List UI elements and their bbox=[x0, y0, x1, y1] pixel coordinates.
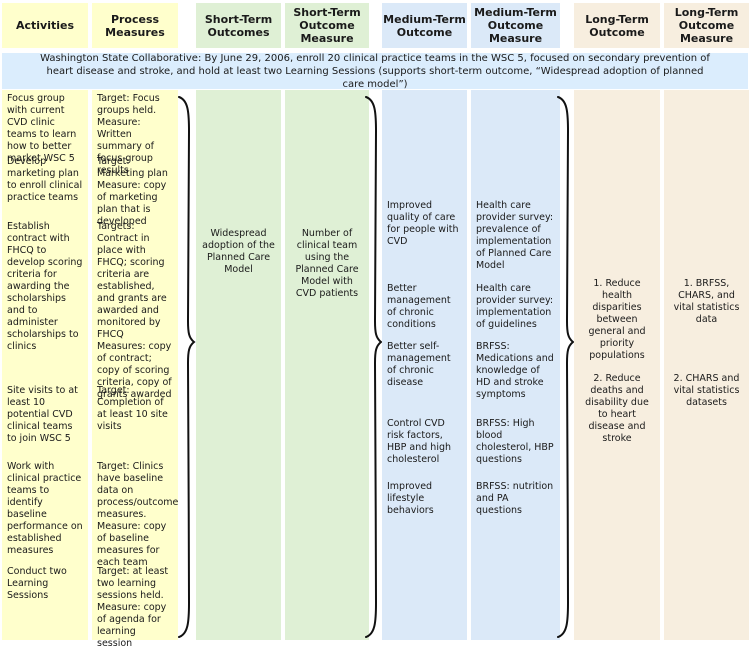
process-measure-item: Target: Completion of at least 10 site v… bbox=[97, 385, 168, 432]
medium-term-outcome-measure-item: BRFSS: Medications and knowledge of HD a… bbox=[476, 341, 554, 400]
long-term-outcome-measure-item: 2. CHARS and vital statistics datasets bbox=[673, 373, 740, 408]
column-activities: Focus group with current CVD clinic team… bbox=[2, 90, 88, 640]
goal-banner: Washington State Collaborative: By June … bbox=[2, 52, 748, 90]
brace-activities-to-short-term-icon bbox=[176, 95, 196, 639]
process-measure-item: Target: at least two learning sessions h… bbox=[97, 566, 169, 649]
long-term-outcome-item: 1. Reduce health disparities between gen… bbox=[588, 278, 646, 361]
activity-item: Conduct two Learning Sessions bbox=[7, 566, 67, 601]
medium-term-outcome-measure-item: Health care provider survey: implementat… bbox=[476, 283, 554, 330]
activity-item: Site visits to at least 10 potential CVD… bbox=[7, 385, 78, 444]
medium-term-outcome-measure-item: BRFSS: nutrition and PA questions bbox=[476, 481, 554, 516]
medium-term-outcome-item: Improved quality of care for people with… bbox=[387, 200, 459, 247]
column-long-term-outcome-measure: 1. BRFSS, CHARS, and vital statistics da… bbox=[664, 90, 749, 640]
medium-term-outcome-measure-item: Health care provider survey: prevalence … bbox=[476, 200, 554, 271]
process-measure-item: Targets: Contract in place with FHCQ; sc… bbox=[97, 221, 172, 400]
goal-banner-text: Washington State Collaborative: By June … bbox=[40, 52, 710, 90]
activity-item: Focus group with current CVD clinic team… bbox=[7, 93, 77, 164]
process-measure-item: Target: Marketing plan Measure: copy of … bbox=[97, 156, 168, 227]
column-long-term-outcome: 1. Reduce health disparities between gen… bbox=[574, 90, 660, 640]
activity-item: Establish contract with FHCQ to develop … bbox=[7, 221, 83, 352]
column-short-term-outcomes: Widespread adoption of the Planned Care … bbox=[196, 90, 281, 640]
header-long-term-outcome-measure: Long-Term Outcome Measure bbox=[664, 3, 749, 48]
long-term-outcome-item: 2. Reduce deaths and disability due to h… bbox=[585, 373, 649, 444]
header-activities: Activities bbox=[2, 3, 88, 48]
process-measure-item: Target: Focus groups held. Measure: Writ… bbox=[97, 93, 160, 176]
activity-item: Develop marketing plan to enroll clinica… bbox=[7, 156, 83, 203]
header-medium-term-outcome-measure: Medium-Term Outcome Measure bbox=[471, 3, 560, 48]
header-process-measures: Process Measures bbox=[92, 3, 178, 48]
header-short-term-outcome-measure: Short-Term Outcome Measure bbox=[285, 3, 369, 48]
brace-medium-term-to-long-term-icon bbox=[555, 95, 575, 639]
column-short-term-outcome-measure: Number of clinical team using the Planne… bbox=[285, 90, 369, 640]
medium-term-outcome-item: Better self-management of chronic diseas… bbox=[387, 341, 451, 388]
short-term-outcome-measure-item: Number of clinical team using the Planne… bbox=[295, 228, 359, 299]
header-short-term-outcomes: Short-Term Outcomes bbox=[196, 3, 281, 48]
column-process-measures: Target: Focus groups held. Measure: Writ… bbox=[92, 90, 179, 649]
column-medium-term-outcome: Improved quality of care for people with… bbox=[382, 90, 467, 640]
header-medium-term-outcome: Medium-Term Outcome bbox=[382, 3, 467, 48]
header-long-term-outcome: Long-Term Outcome bbox=[574, 3, 660, 48]
long-term-outcome-measure-item: 1. BRFSS, CHARS, and vital statistics da… bbox=[673, 278, 740, 325]
medium-term-outcome-measure-item: BRFSS: High blood cholesterol, HBP quest… bbox=[476, 418, 554, 465]
column-medium-term-outcome-measure: Health care provider survey: prevalence … bbox=[471, 90, 560, 640]
medium-term-outcome-item: Better management of chronic conditions bbox=[387, 283, 451, 330]
medium-term-outcome-item: Control CVD risk factors, HBP and high c… bbox=[387, 418, 452, 465]
medium-term-outcome-item: Improved lifestyle behaviors bbox=[387, 481, 434, 516]
short-term-outcome-item: Widespread adoption of the Planned Care … bbox=[202, 228, 275, 275]
brace-short-term-to-medium-term-icon bbox=[363, 95, 383, 639]
activity-item: Work with clinical practice teams to ide… bbox=[7, 461, 83, 556]
process-measure-item: Target: Clinics have baseline data on pr… bbox=[97, 461, 179, 568]
